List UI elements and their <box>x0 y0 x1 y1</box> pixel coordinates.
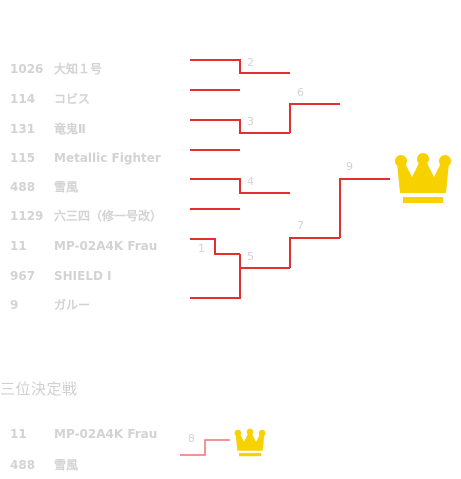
entry-number: 1129 <box>10 209 44 223</box>
entry-number: 488 <box>10 458 36 472</box>
entry-number: 1026 <box>10 62 44 76</box>
match-number: 2 <box>247 56 254 69</box>
bracket-line <box>180 439 230 456</box>
entry-name: 大知１号 <box>54 62 103 76</box>
bracket-line <box>190 119 290 134</box>
entry-row: 11 MP-02A4K Frau <box>10 237 157 255</box>
match-number: 7 <box>297 219 304 232</box>
match-number: 4 <box>247 175 254 188</box>
entry-row: 115 Metallic Fighter <box>10 149 161 167</box>
bracket-line <box>289 237 340 268</box>
crown-icon <box>234 428 266 457</box>
entry-name: 雪風 <box>54 180 79 194</box>
match-number: 6 <box>297 86 304 99</box>
bracket-line <box>190 59 290 74</box>
entry-row: 967 SHIELD Ⅰ <box>10 267 112 285</box>
entry-name: ガルー <box>54 298 91 312</box>
bracket-line <box>190 178 290 194</box>
entry-row: 488 雪風 <box>10 178 78 196</box>
match-number: 8 <box>188 432 195 445</box>
entry-row: 131 竜鬼Ⅱ <box>10 120 86 138</box>
bracket-line <box>339 178 390 238</box>
entry-row: 488 雪風 <box>10 456 78 474</box>
crown-icon <box>395 153 451 203</box>
entry-name: SHIELD Ⅰ <box>54 269 112 283</box>
entry-row: 1129 六三四（修一号改） <box>10 207 162 225</box>
bracket-line <box>190 268 241 299</box>
entry-number: 967 <box>10 269 36 283</box>
bracket-line <box>190 238 240 255</box>
entry-number: 131 <box>10 122 36 136</box>
entry-name: 雪風 <box>54 458 79 472</box>
entry-number: 115 <box>10 151 36 165</box>
entry-number: 9 <box>10 298 19 312</box>
entry-number: 114 <box>10 92 36 106</box>
entry-row: 114 コビス <box>10 90 90 108</box>
entry-name: コビス <box>54 92 91 106</box>
section-title: 三位決定戦 <box>0 380 78 398</box>
entry-name: 六三四（修一号改） <box>54 209 163 223</box>
entry-name: MP-02A4K Frau <box>54 239 158 253</box>
entry-number: 11 <box>10 427 27 441</box>
entry-name: 竜鬼Ⅱ <box>54 122 86 136</box>
entry-number: 11 <box>10 239 27 253</box>
entry-row: 9 ガルー <box>10 296 90 314</box>
entry-row: 11 MP-02A4K Frau <box>10 425 157 443</box>
entry-row: 1026 大知１号 <box>10 60 102 78</box>
match-number: 1 <box>198 242 205 255</box>
bracket-line <box>289 103 340 133</box>
entry-name: MP-02A4K Frau <box>54 427 158 441</box>
entry-name: Metallic Fighter <box>54 151 161 165</box>
match-number: 9 <box>346 160 353 173</box>
match-number: 5 <box>247 250 254 263</box>
match-number: 3 <box>247 115 254 128</box>
entry-number: 488 <box>10 180 36 194</box>
